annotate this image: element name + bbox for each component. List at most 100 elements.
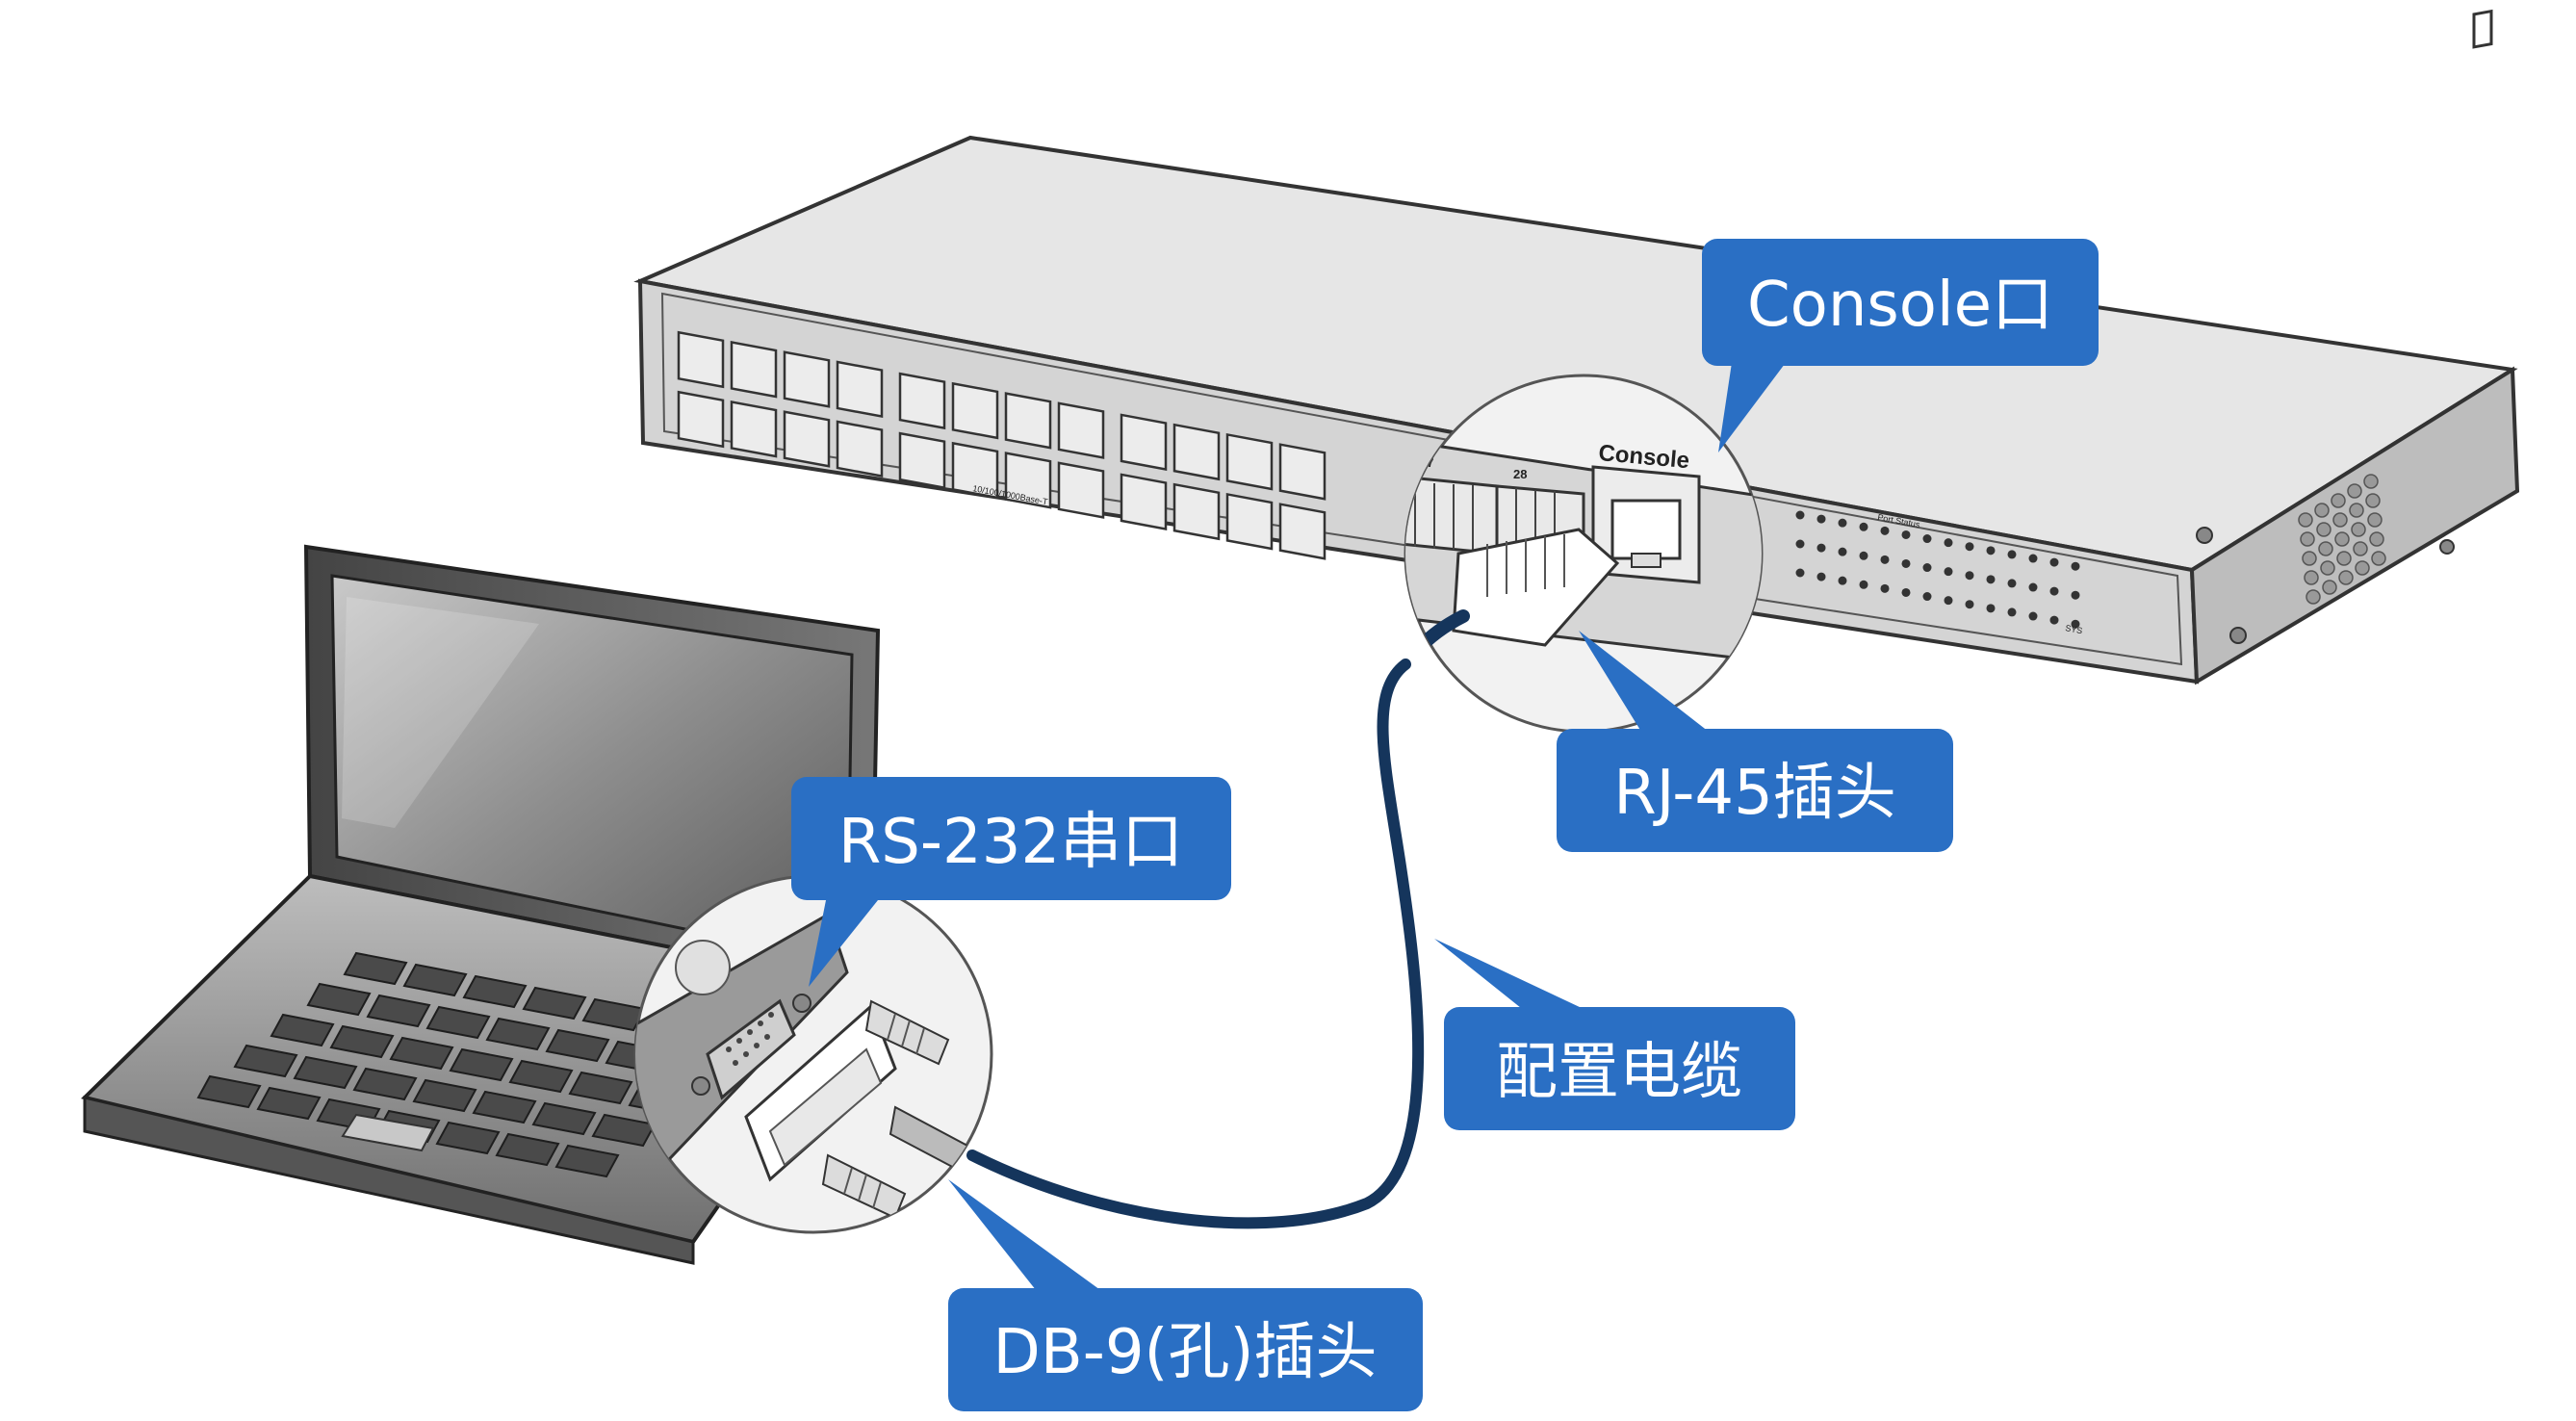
rj45-port-icon	[730, 400, 778, 458]
keyboard-key	[545, 1028, 610, 1063]
keyboard-key	[233, 1044, 298, 1078]
callout-rs232-port: RS-232串口	[791, 777, 1231, 987]
keyboard-key	[196, 1074, 262, 1109]
keyboard-key	[270, 1013, 335, 1047]
status-led-icon	[1838, 518, 1847, 528]
status-led-icon	[1838, 576, 1847, 585]
db9-connector-icon	[744, 999, 969, 1220]
callout-db9-plug: DB-9(孔)插头	[948, 1179, 1423, 1411]
status-led-icon	[1859, 522, 1868, 531]
status-led-icon	[2028, 554, 2038, 563]
status-led-icon	[2049, 557, 2059, 567]
status-led-icon	[1944, 567, 1953, 577]
rj45-port-icon	[951, 441, 999, 500]
status-led-icon	[2049, 586, 2059, 596]
status-led-icon	[1795, 539, 1805, 549]
rj45-port-icon	[1120, 413, 1168, 471]
sys-label: SYS	[2065, 623, 2084, 635]
keyboard-key	[591, 1113, 657, 1148]
status-led-icon	[1859, 580, 1868, 589]
rj45-port-icon	[1225, 492, 1274, 551]
rj45-port-icon	[898, 372, 946, 430]
callout-config-cable-text: 配置电缆	[1496, 1037, 1742, 1108]
status-led-icon	[1795, 510, 1805, 520]
rj45-port-icon	[1120, 473, 1168, 530]
rj45-port-bank	[677, 330, 1327, 560]
rj45-port-icon	[677, 330, 725, 389]
keyboard-key	[554, 1144, 620, 1178]
status-led-icon	[1965, 600, 1974, 609]
status-led-icon	[1816, 543, 1826, 553]
screw-icon	[2229, 627, 2247, 644]
status-led-icon	[1880, 526, 1890, 535]
status-led-icon	[2049, 615, 2059, 625]
rj45-port-icon	[1172, 423, 1221, 481]
screw-icon	[2439, 539, 2455, 555]
status-led-icon	[1816, 514, 1826, 524]
callout-console-port: Console口	[1702, 239, 2099, 452]
rj45-port-icon	[898, 431, 946, 490]
status-led-icon	[1944, 596, 1953, 606]
callout-config-cable: 配置电缆	[1434, 939, 1795, 1130]
status-led-icon	[1901, 530, 1911, 539]
rj45-port-icon	[783, 410, 831, 468]
keyboard-key	[306, 982, 372, 1017]
switch-zoom-inset: 27 28 P+ Console	[1404, 374, 1764, 734]
thumbscrew-icon	[821, 1153, 907, 1220]
keyboard-key	[531, 1101, 597, 1136]
status-led-icon	[2071, 590, 2080, 600]
status-led-icon	[2028, 582, 2038, 592]
status-led-icon	[1922, 592, 1932, 602]
rj45-port-icon	[1278, 443, 1327, 501]
keyboard-key	[522, 986, 587, 1021]
rs232-port	[691, 994, 811, 1100]
keyboard-key	[256, 1086, 322, 1121]
status-led-icon	[2007, 550, 2017, 559]
rj45-port-icon	[1057, 461, 1105, 519]
status-led-icon	[2007, 579, 2017, 588]
touchpad	[341, 1113, 435, 1152]
status-led-array	[1795, 510, 2080, 629]
keyboard-key	[495, 1132, 560, 1167]
rj45-plug-icon	[1452, 528, 1620, 647]
vent-grid-icon	[2298, 474, 2386, 605]
port-28-label: 28	[1513, 467, 1527, 481]
rj45-port-icon	[836, 360, 884, 418]
keyboard-key	[568, 1071, 633, 1105]
status-led-icon	[1880, 555, 1890, 564]
keyboard-key	[581, 997, 647, 1032]
status-led-icon	[1838, 547, 1847, 556]
status-led-icon	[1816, 572, 1826, 581]
keyboard-key	[352, 1067, 418, 1101]
network-switch: 10/100/1000Base-T Port Status SYS	[633, 9, 2520, 685]
status-led-icon	[1986, 575, 1996, 584]
keyboard-key	[425, 1005, 491, 1040]
console-port	[1591, 465, 1701, 584]
keyboard-key	[449, 1047, 514, 1082]
status-led-icon	[1880, 583, 1890, 593]
rj45-port-icon	[1225, 432, 1274, 491]
laptop-zoom-inset	[633, 874, 993, 1234]
status-led-icon	[2071, 561, 2080, 571]
status-led-icon	[1859, 551, 1868, 560]
rj45-port-icon	[836, 420, 884, 478]
power-switch-icon	[2472, 9, 2493, 49]
keyboard-key	[462, 974, 528, 1009]
status-led-icon	[2028, 611, 2038, 621]
rj45-port-icon	[951, 381, 999, 440]
keyboard-key	[412, 1078, 477, 1113]
rj45-port-icon	[1004, 392, 1052, 450]
rj45-port-icon	[1004, 452, 1052, 509]
screw-icon	[2196, 527, 2213, 544]
status-led-icon	[1901, 587, 1911, 597]
keyboard-key	[402, 963, 468, 997]
status-led-icon	[1944, 538, 1953, 548]
callout-rs232-port-text: RS-232串口	[838, 807, 1183, 878]
callout-rj45-plug: RJ-45插头	[1557, 631, 1953, 852]
status-led-icon	[1965, 542, 1974, 552]
rj45-port-icon	[1278, 503, 1327, 560]
keyboard-key	[485, 1017, 551, 1051]
callout-db9-plug-text: DB-9(孔)插头	[993, 1317, 1378, 1388]
status-led-icon	[1986, 604, 1996, 613]
